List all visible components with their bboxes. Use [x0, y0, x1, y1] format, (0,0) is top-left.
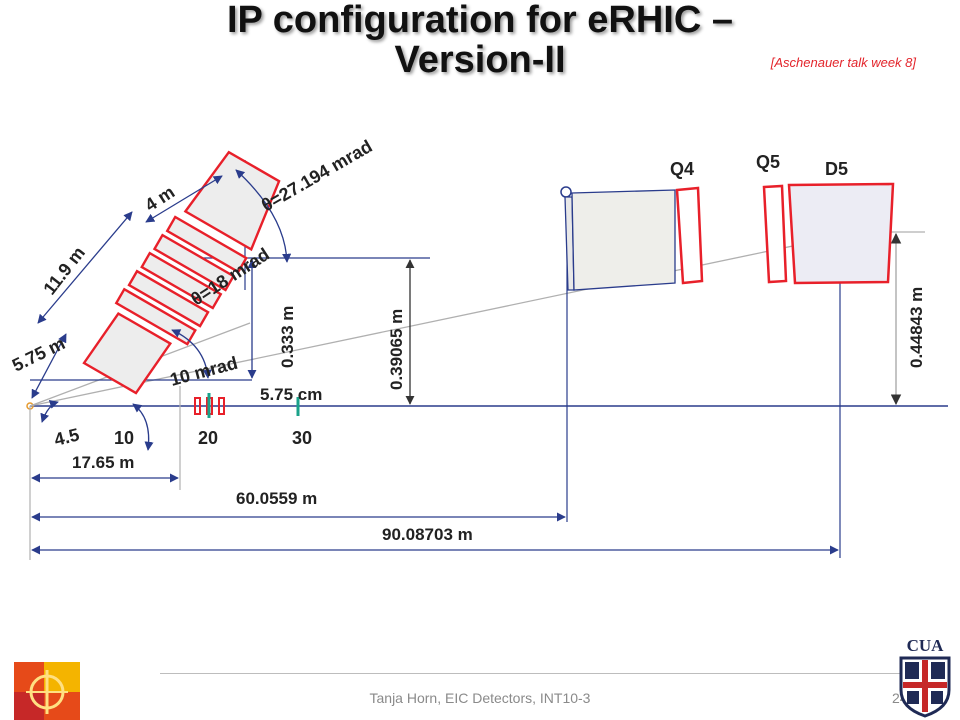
title-line-1: IP configuration for eRHIC – — [226, 0, 733, 41]
label-angle-27: θ=27.194 mrad — [258, 136, 376, 215]
dim-line-5-75m — [31, 333, 67, 399]
magnet-q3-downstream — [571, 189, 676, 291]
guide-line-27mrad — [29, 233, 851, 407]
label-4-5: 4.5 — [52, 424, 81, 449]
label-tick-20: 20 — [198, 428, 218, 448]
footer-divider — [160, 673, 900, 674]
label-5-75cm: 5.75 cm — [260, 385, 322, 404]
footer-text: Tanja Horn, EIC Detectors, INT10-3 — [369, 690, 591, 706]
magnet-q4 — [675, 186, 704, 285]
label-60m: 60.0559 m — [236, 489, 317, 508]
magnet-q5 — [762, 184, 788, 284]
citation: [Aschenauer talk week 8] — [770, 55, 916, 70]
label-tick-10: 10 — [114, 428, 134, 448]
dim-line-4m — [145, 175, 223, 223]
detector-element-3 — [218, 397, 225, 415]
title-line-2: Version-II — [394, 39, 566, 81]
label-90m: 90.08703 m — [382, 525, 473, 544]
label-044843: 0.44843 m — [907, 287, 926, 368]
label-tick-30: 30 — [292, 428, 312, 448]
magnet-q2-d — [152, 233, 236, 292]
label-4m: 4 m — [141, 182, 178, 216]
q3-ring — [560, 186, 572, 198]
label-d5: D5 — [825, 159, 848, 179]
label-5-75m: 5.75 m — [9, 333, 68, 376]
dim-line-11-9m — [37, 211, 133, 324]
magnet-d5 — [787, 182, 895, 285]
detector-element-1 — [194, 397, 201, 415]
shield-icon — [899, 656, 951, 718]
magnet-q2-c — [140, 251, 223, 310]
logo-right-text: CUA — [906, 636, 944, 655]
magnet-q2-e — [165, 215, 248, 274]
arc-4-5 — [40, 400, 59, 423]
ip-configuration-diagram: Q4 Q5 D5 θ=27.194 mrad θ=18 mrad 10 mrad… — [9, 136, 948, 560]
arc-10-region — [132, 403, 154, 451]
magnet-q1 — [82, 311, 173, 395]
arc-18mrad — [171, 329, 212, 379]
logo-left — [14, 662, 80, 720]
label-q4: Q4 — [670, 159, 694, 179]
label-17-65m: 17.65 m — [72, 453, 134, 472]
label-039065: 0.39065 m — [387, 309, 406, 390]
slide-title: IP configuration for eRHIC – Version-II — [120, 0, 840, 80]
label-angle-10: 10 mrad — [168, 353, 240, 390]
label-q5: Q5 — [756, 152, 780, 172]
magnet-q2-b — [127, 269, 210, 328]
arc-27mrad — [235, 169, 292, 263]
logo-right: CUA — [895, 636, 955, 720]
label-0333: 0.333 m — [278, 306, 297, 368]
